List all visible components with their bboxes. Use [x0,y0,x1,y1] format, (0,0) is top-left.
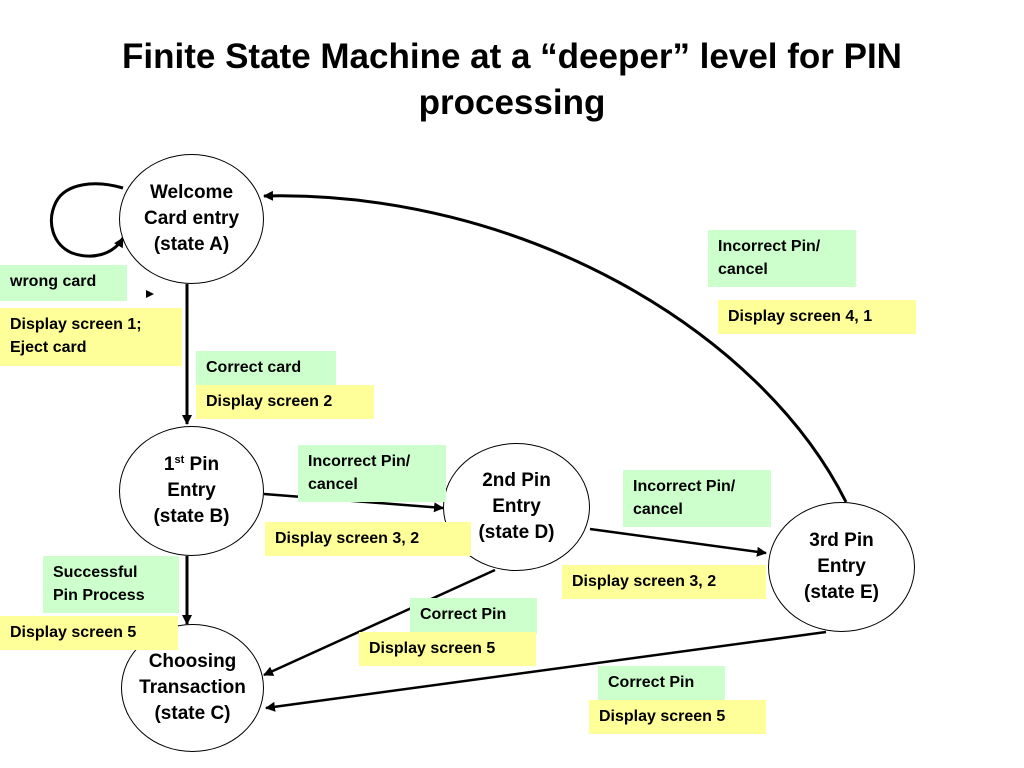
label-incorrect-pin-d-to-e: Incorrect Pin/ cancel [623,470,771,527]
loop-arrow-tick [146,290,154,298]
arrow-e-to-a [263,190,848,503]
state-e: 3rd Pin Entry (state E) [768,502,915,632]
self-loop-a [49,182,125,258]
label-incorrect-pin-e-to-a: Incorrect Pin/ cancel [708,230,856,287]
label-display-screen-5-e-to-c: Display screen 5 [589,700,766,734]
label-display-screen-4-1: Display screen 4, 1 [718,300,916,334]
label-display-screen-3-2-b-to-d: Display screen 3, 2 [265,522,471,556]
state-c: Choosing Transaction (state C) [121,624,264,752]
label-display-screen-5-b-to-c: Display screen 5 [0,616,178,650]
state-d: 2nd Pin Entry (state D) [443,443,590,571]
label-correct-card: Correct card [196,351,336,387]
state-b: 1st Pin Entry (state B) [119,426,264,556]
label-correct-pin-e-to-c: Correct Pin [598,666,725,702]
title-line-2: processing [418,83,606,122]
page-title: Finite State Machine at a “deeper” level… [0,34,1024,126]
title-line-1: Finite State Machine at a “deeper” level… [122,37,902,76]
label-display-screen-1: Display screen 1; Eject card [0,308,182,366]
label-display-screen-3-2-d-to-e: Display screen 3, 2 [562,565,766,599]
label-display-screen-2: Display screen 2 [196,385,374,419]
state-a: Welcome Card entry (state A) [119,154,264,284]
arrow-d-to-e [589,527,767,557]
label-display-screen-5-d-to-c: Display screen 5 [359,632,536,666]
label-incorrect-pin-b-to-d: Incorrect Pin/ cancel [298,445,446,502]
label-successful-pin-process: Successful Pin Process [43,556,179,613]
arrow-d-to-c [263,568,496,677]
label-wrong-card: wrong card [0,265,127,301]
label-correct-pin-d-to-c: Correct Pin [410,598,537,634]
arrow-e-to-c [265,630,827,712]
